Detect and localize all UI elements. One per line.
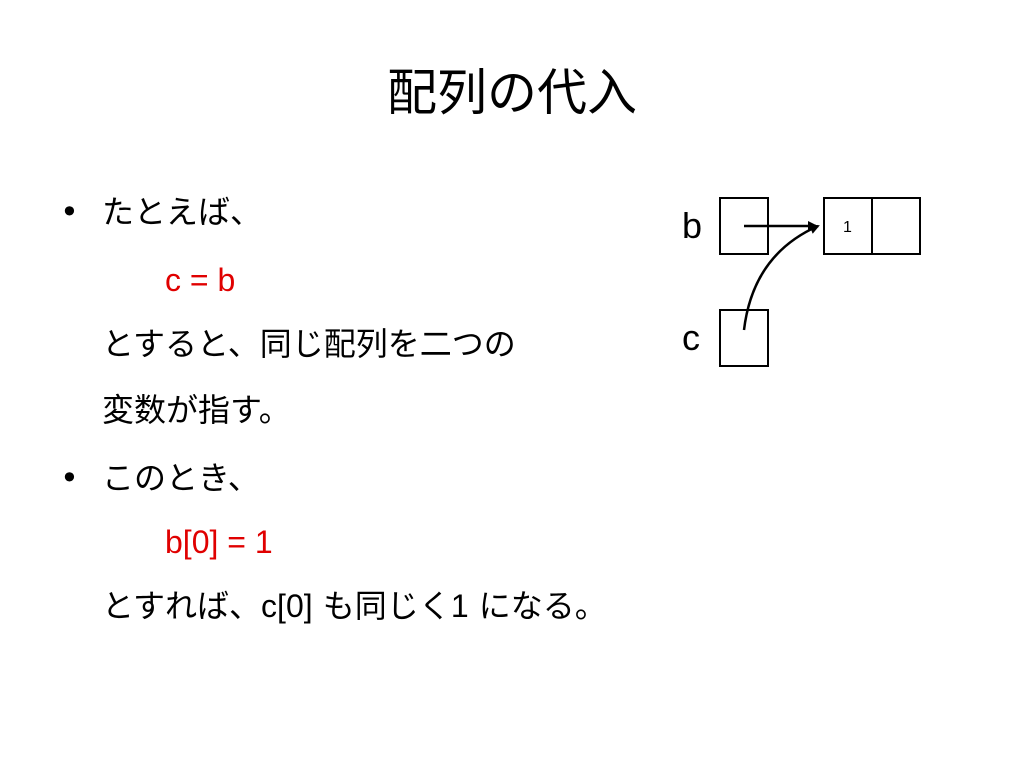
bullet-1-text-line2: 変数が指す。: [102, 391, 291, 429]
array-reference-diagram: b c 1: [682, 197, 921, 367]
bullet-2-lead: このとき、: [102, 459, 260, 497]
variable-c-label: c: [682, 317, 700, 358]
array-cell-0: [823, 197, 873, 255]
bullet-1-lead: たとえば、: [102, 193, 263, 231]
bullet-2-text: とすれば、c[0] も同じく1 になる。: [102, 584, 607, 628]
slide-title: 配列の代入: [387, 64, 637, 122]
arrow-c-to-array: [742, 224, 820, 331]
bullet-2-text-part1: とすれば、: [102, 587, 262, 625]
bullet-marker-1: •: [60, 193, 79, 231]
variable-c-box: [719, 309, 769, 367]
bullet-2-text-part3: になる。: [468, 587, 607, 625]
code-assign-c-b: c = b: [165, 262, 236, 298]
bullet-1-text-line1: とすると、同じ配列を二つの: [102, 325, 516, 363]
array-cell-1: [871, 197, 921, 255]
code-assign-b0: b[0] = 1: [165, 524, 273, 560]
bullet-2-text-part2: も同じく: [312, 587, 451, 625]
variable-b-label: b: [682, 205, 702, 246]
array-cell-0-value: 1: [843, 219, 852, 236]
bullet-2-text-code: c[0]: [261, 588, 313, 624]
bullet-2-text-num: 1: [450, 588, 469, 624]
bullet-marker-2: •: [60, 459, 79, 497]
